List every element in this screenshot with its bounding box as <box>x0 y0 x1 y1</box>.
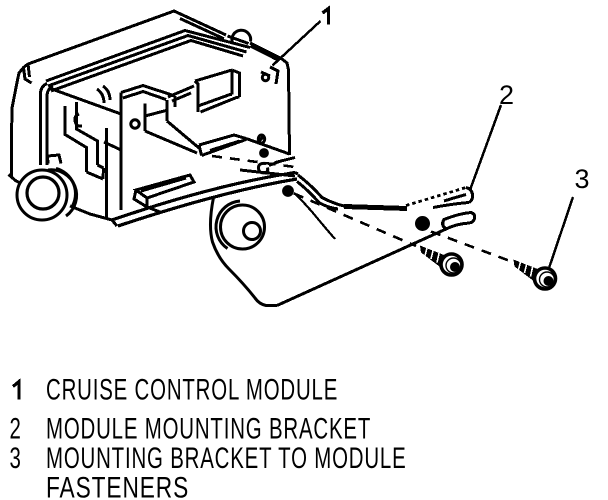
svg-text:MOUNTING BRACKET TO MODULE: MOUNTING BRACKET TO MODULE <box>46 442 407 475</box>
svg-text:2: 2 <box>499 80 514 110</box>
svg-text:CRUISE CONTROL MODULE: CRUISE CONTROL MODULE <box>46 374 338 407</box>
svg-text:2: 2 <box>10 413 22 446</box>
svg-text:3: 3 <box>575 164 590 194</box>
svg-text:3: 3 <box>10 442 22 475</box>
svg-text:MODULE MOUNTING BRACKET: MODULE MOUNTING BRACKET <box>46 413 371 446</box>
svg-text:FASTENERS: FASTENERS <box>46 470 189 500</box>
